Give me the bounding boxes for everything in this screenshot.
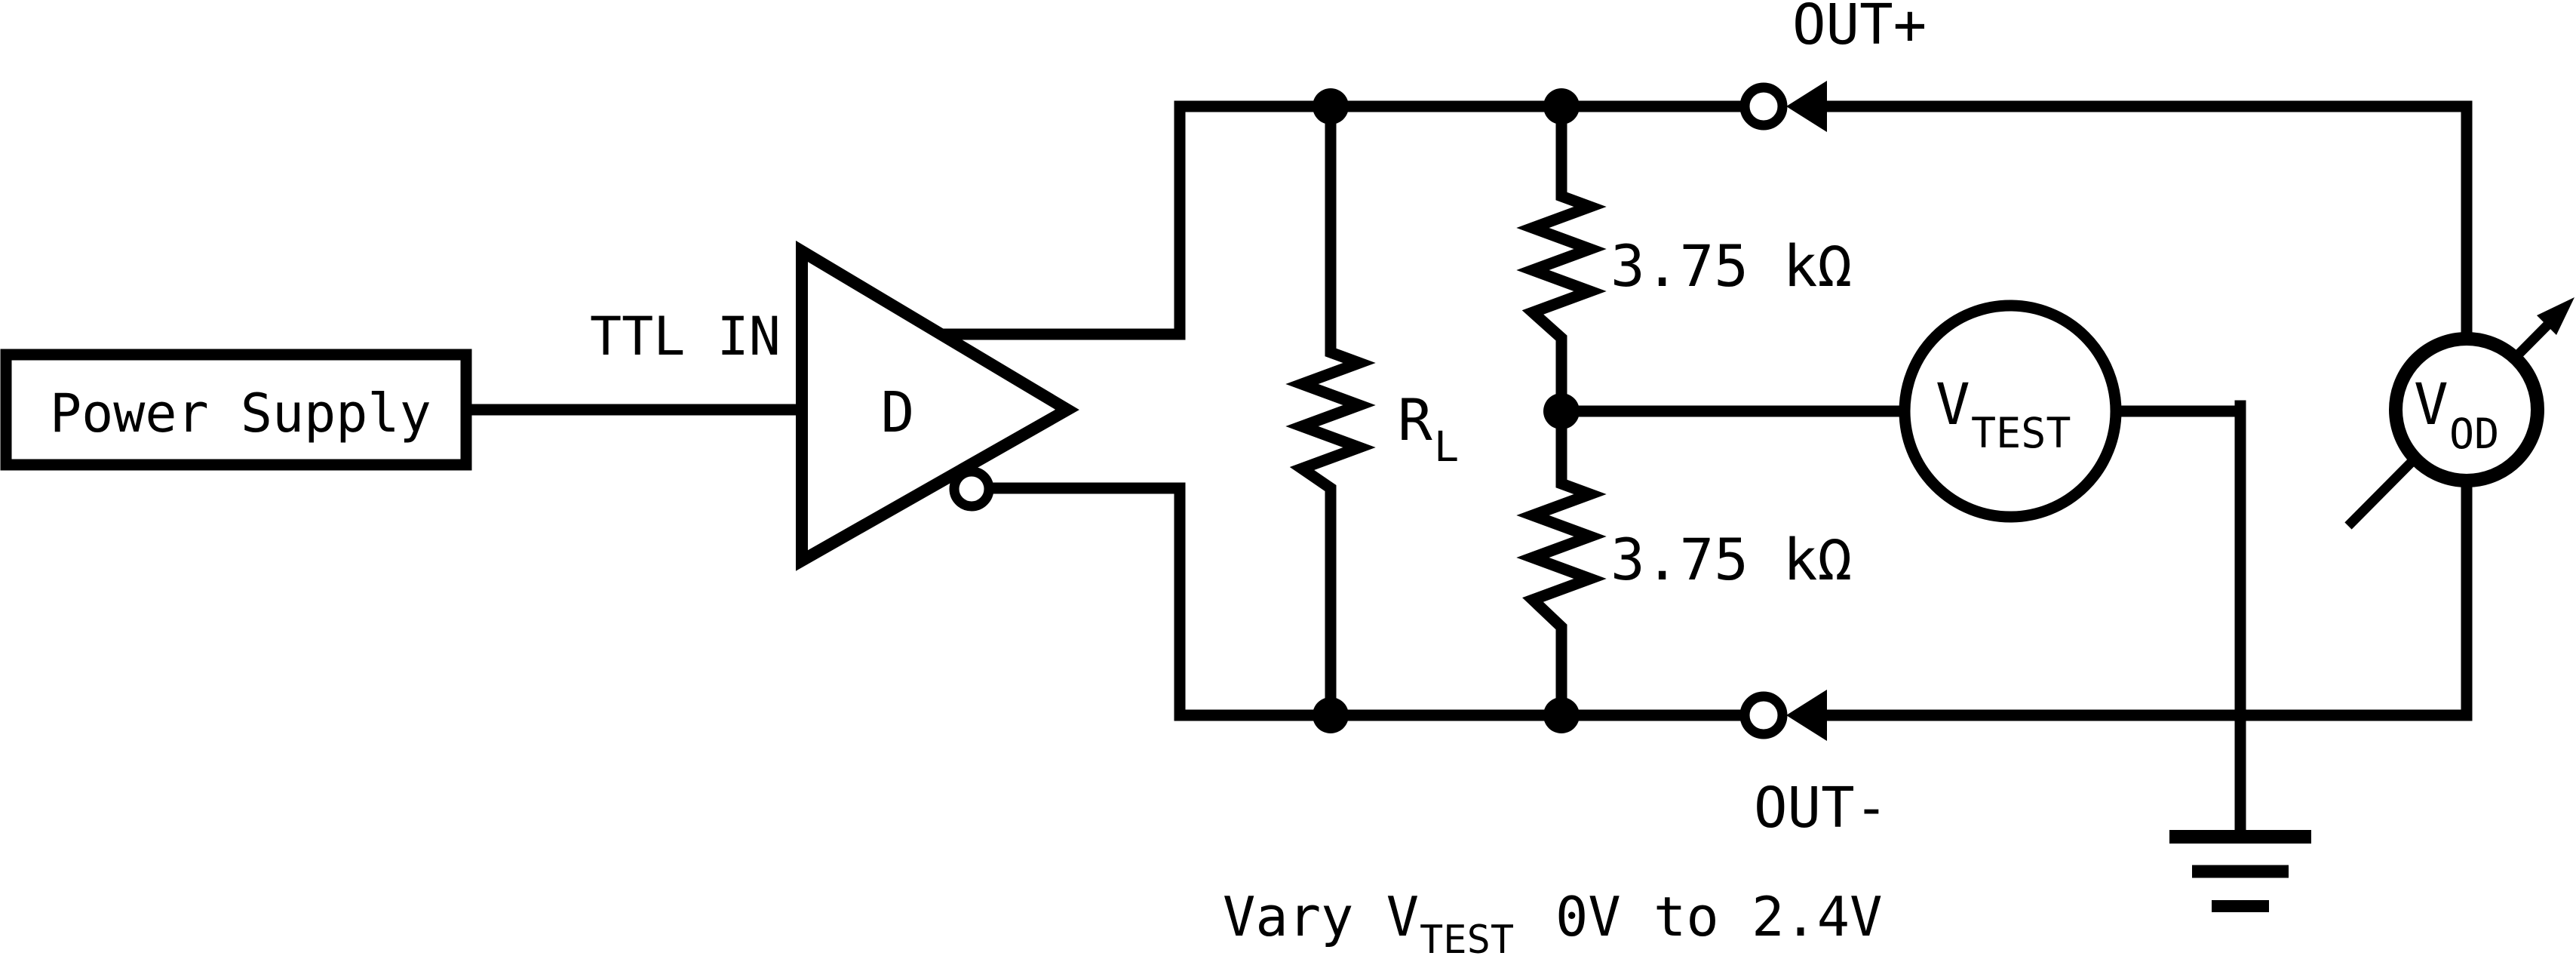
junction-dots: [1313, 88, 1580, 733]
out-plus-terminal-icon: [1739, 82, 1788, 131]
vod-top-wire: [1821, 100, 2473, 345]
driver: D: [796, 240, 1079, 571]
junction-dot: [1543, 88, 1580, 124]
out-plus-terminal: OUT+: [1739, 0, 1927, 132]
out-plus-label: OUT+: [1792, 0, 1927, 57]
vtest-circle: [1899, 300, 2122, 523]
note-label: Vary V TEST 0V to 2.4V: [1223, 885, 1882, 962]
load-resistor-label: R L: [1398, 386, 1459, 471]
power-supply-block: Power Supply: [0, 349, 472, 471]
out-plus-arrow-icon: [1786, 81, 1827, 132]
vod-circle: [2389, 332, 2544, 487]
out-minus-terminal-icon: [1739, 691, 1788, 739]
out-plus-rail-wire: [935, 100, 1749, 340]
out-minus-label: OUT-: [1754, 776, 1888, 841]
vtest-source: V TEST: [1899, 300, 2122, 523]
resistor-top-label: 3.75 kΩ: [1610, 232, 1852, 300]
power-supply-label: Power Supply: [50, 383, 431, 444]
junction-dot: [1313, 697, 1349, 733]
ground-icon: [2169, 830, 2311, 912]
resistor-bottom-label: 3.75 kΩ: [1610, 526, 1852, 593]
driver-label: D: [881, 380, 915, 445]
vtest-label: V TEST: [1936, 370, 2071, 457]
ttl-in-label: TTL IN: [590, 306, 781, 367]
power-supply-box: [0, 349, 472, 471]
junction-dot: [1543, 393, 1580, 429]
junction-dot: [1313, 88, 1349, 124]
inverting-bubble-icon: [949, 466, 994, 512]
vod-label: V OD: [2414, 370, 2499, 458]
vod-meter: V OD: [2344, 297, 2574, 530]
vod-bottom-wire: [1821, 478, 2473, 721]
load-resistor: [1285, 100, 1376, 721]
vod-arrow-icon: [2537, 297, 2574, 335]
out-minus-arrow-icon: [1786, 690, 1827, 741]
out-minus-terminal: OUT-: [1739, 690, 1888, 841]
driver-triangle: [796, 240, 1079, 571]
divider-branch: 3.75 kΩ 3.75 kΩ: [1516, 100, 1852, 721]
junction-dot: [1543, 697, 1580, 733]
out-minus-rail-wire: [988, 482, 1749, 721]
load-resistor-branch: R L: [1285, 100, 1459, 721]
